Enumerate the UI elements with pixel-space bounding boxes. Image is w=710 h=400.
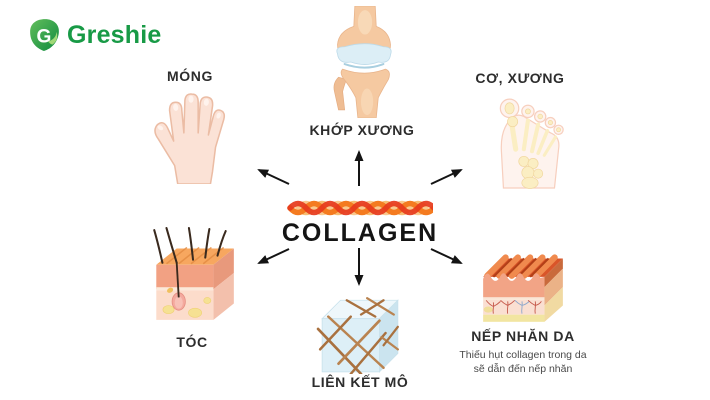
radiating-arrows-icon (257, 150, 463, 286)
greshie-leaf-icon: G (30, 19, 59, 51)
brand-name: Greshie (67, 20, 162, 49)
foot-bones-icon (499, 98, 564, 189)
collagen-fiber-icon (287, 200, 433, 216)
brand-logo: G Greshie (28, 18, 162, 52)
label-joints: KHỚP XƯƠNG (309, 122, 415, 138)
label-muscles-bones: CƠ, XƯƠNG (475, 70, 565, 86)
svg-text:G: G (37, 26, 52, 47)
label-wrinkles: NẾP NHĂN DA (471, 328, 575, 344)
center-title: COLLAGEN (281, 219, 439, 247)
wrinkles-note-line2: sẽ dẫn đến nếp nhăn (473, 363, 573, 376)
hair-follicle-icon (153, 227, 234, 320)
hand-icon (154, 93, 226, 184)
wrinkles-note-line1: Thiếu hụt collagen trong da (459, 349, 587, 361)
wrinkled-skin-icon (483, 254, 563, 322)
wrinkles-note: Thiếu hụt collagen trong da sẽ dẫn đến n… (436, 348, 610, 376)
label-hair: TÓC (176, 334, 208, 350)
label-nails: MÓNG (167, 68, 213, 84)
tissue-cube-icon (316, 297, 399, 374)
label-tissue: LIÊN KẾT MÔ (311, 374, 409, 390)
knee-joint-icon (333, 6, 392, 118)
